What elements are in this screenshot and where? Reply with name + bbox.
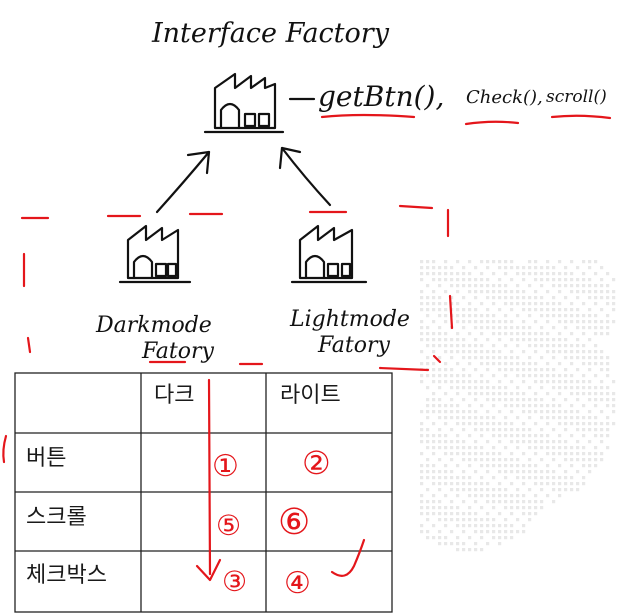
- lightmode-label-line2: Fatory: [317, 333, 390, 358]
- checkmark-icon: [330, 538, 366, 577]
- table-row-label-button: 버튼: [26, 445, 66, 470]
- table-row-label-scroll: 스크롤: [26, 504, 87, 529]
- lightmode-factory-icon: [290, 224, 368, 284]
- underline-check: [464, 120, 520, 126]
- lightmode-label-line1: Lightmode: [289, 307, 410, 332]
- method-getbtn: getBtn(),: [318, 80, 444, 113]
- table-header-dark: 다크: [154, 382, 194, 407]
- order-mark-dark-button: ①: [212, 449, 239, 484]
- watermark-map: [420, 260, 616, 552]
- darkmode-label-line1: Darkmode: [95, 313, 212, 338]
- order-mark-dark-scroll: ⑤: [216, 509, 241, 542]
- underline-getbtn: [320, 113, 416, 119]
- order-mark-dark-checkbox: ③: [222, 565, 247, 598]
- dark-column-arrow-icon: [195, 378, 222, 582]
- underline-scroll: [550, 114, 612, 120]
- order-mark-light-scroll: ⑥: [278, 502, 310, 543]
- arrow-icon-light: [278, 146, 332, 207]
- table-row-label-checkbox: 체크박스: [26, 562, 107, 587]
- table-header-light: 라이트: [280, 382, 341, 407]
- arrow-icon-dark: [155, 150, 211, 214]
- comparison-table: [14, 372, 393, 613]
- darkmode-factory-icon: [118, 224, 192, 284]
- margin-bracket: [2, 434, 8, 464]
- interface-factory-icon: [203, 72, 285, 134]
- order-mark-light-button: ②: [302, 444, 331, 482]
- concrete-factory-boundary: [20, 204, 454, 372]
- method-scroll: scroll(): [546, 87, 607, 107]
- diagram-title: Interface Factory: [151, 18, 390, 49]
- darkmode-label-line2: Fatory: [141, 339, 214, 364]
- order-mark-light-checkbox: ④: [284, 566, 311, 601]
- method-check: Check(),: [466, 87, 543, 108]
